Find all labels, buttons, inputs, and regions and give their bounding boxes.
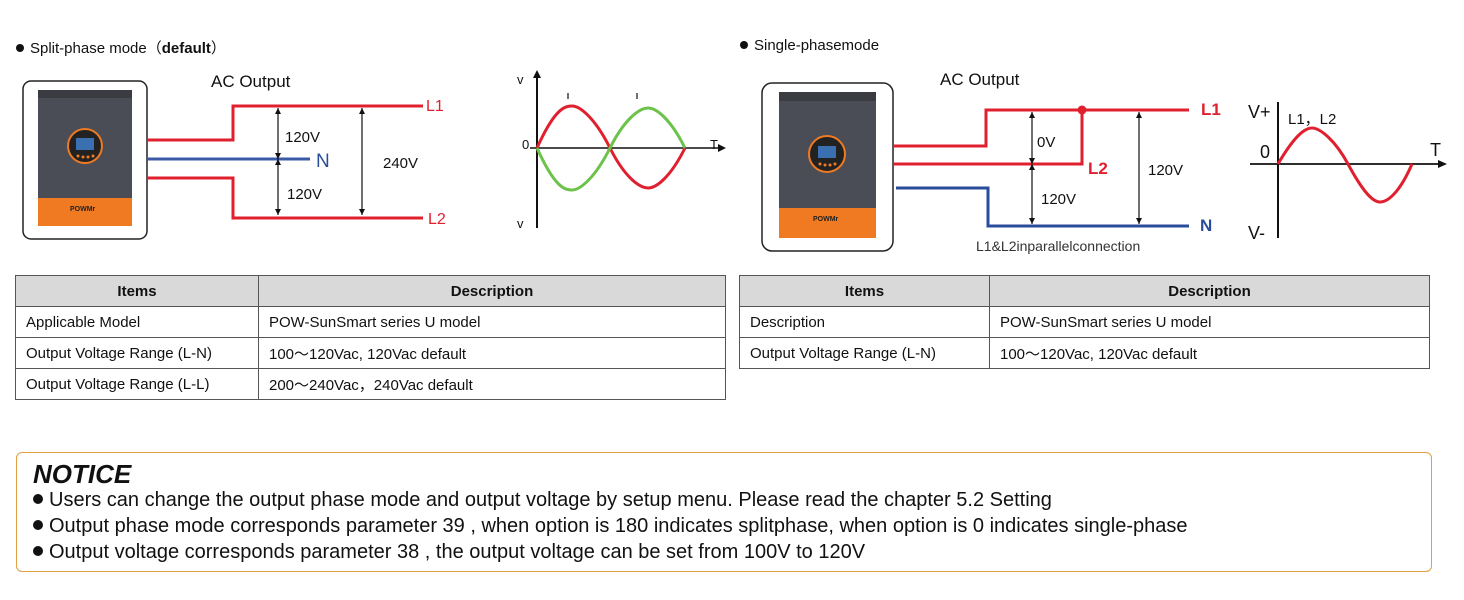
- table-cell: Output Voltage Range (L-L): [15, 368, 259, 400]
- single-phase-table: Items Description Description POW-SunSma…: [739, 275, 1430, 369]
- l1-label: L1: [1201, 100, 1221, 119]
- wave-v-minus: V-: [1248, 223, 1266, 243]
- notice-line: Users can change the output phase mode a…: [33, 489, 1052, 512]
- single-phase-wiring: [894, 105, 1189, 228]
- table-header-row: Items Description: [739, 275, 1430, 307]
- table-cell: Applicable Model: [15, 306, 259, 338]
- table-cell: 200～240Vac，240Vac default: [258, 368, 726, 400]
- notice-line: Output phase mode corresponds parameter …: [33, 515, 1187, 538]
- bullet-icon: [33, 520, 43, 530]
- notice-line: Output voltage corresponds parameter 38 …: [33, 541, 865, 564]
- inverter-image-right: POWMr: [761, 82, 894, 252]
- split-phase-table: Items Description Applicable Model POW-S…: [15, 275, 726, 400]
- notice-title: NOTICE: [33, 459, 132, 489]
- table-row: Applicable Model POW-SunSmart series U m…: [15, 306, 726, 338]
- voltage-l2-n: 120V: [1041, 191, 1077, 208]
- wave-v-top: v: [517, 72, 524, 87]
- notice-box: NOTICE Users can change the output phase…: [16, 452, 1432, 572]
- parallel-caption: L1&L2inparallelconnection: [976, 238, 1141, 254]
- table-cell: Output Voltage Range (L-N): [739, 337, 990, 369]
- table-row: Output Voltage Range (L-L) 200～240Vac，24…: [15, 368, 726, 400]
- voltage-total: 120V: [1148, 162, 1184, 179]
- split-phase-wiring: [148, 104, 423, 220]
- wave-t: T: [1430, 140, 1441, 160]
- wave-v-bottom: v: [517, 216, 524, 231]
- voltage-l1-l2: 0V: [1037, 134, 1056, 151]
- table-header: Items: [15, 275, 259, 307]
- wave-zero: 0: [522, 137, 530, 152]
- table-cell: POW-SunSmart series U model: [258, 306, 726, 338]
- bullet-icon: [33, 546, 43, 556]
- table-header-row: Items Description: [15, 275, 726, 307]
- l2-label: L2: [1088, 159, 1108, 178]
- wave-t: T: [710, 137, 718, 152]
- n-label: N: [316, 151, 330, 172]
- table-header: Items: [739, 275, 990, 307]
- ac-output-label: AC Output: [211, 72, 291, 91]
- table-header: Description: [989, 275, 1430, 307]
- l2-label: L2: [428, 211, 446, 228]
- single-phase-waveform: [1250, 102, 1447, 238]
- wave-zero: 0: [1260, 142, 1271, 162]
- table-header: Description: [258, 275, 726, 307]
- n-label: N: [1200, 216, 1213, 235]
- inverter-image-left: POWMr: [22, 80, 148, 240]
- table-cell: Description: [739, 306, 990, 338]
- table-cell: Output Voltage Range (L-N): [15, 337, 259, 369]
- wave-series-label: L1，L2: [1288, 111, 1337, 128]
- voltage-l1-n: 120V: [285, 129, 321, 146]
- split-phase-title: Split-phase mode（default）: [16, 37, 226, 58]
- brand-logo: POWMr: [70, 206, 96, 213]
- voltage-l1-l2: 240V: [383, 155, 419, 172]
- l1-label: L1: [426, 98, 444, 115]
- table-cell: 100～120Vac, 120Vac default: [989, 337, 1430, 369]
- voltage-l2-n: 120V: [287, 186, 323, 203]
- bullet-icon: [33, 494, 43, 504]
- table-row: Output Voltage Range (L-N) 100～120Vac, 1…: [739, 337, 1430, 369]
- bullet-icon: [740, 41, 748, 49]
- table-cell: 100～120Vac, 120Vac default: [258, 337, 726, 369]
- brand-logo: POWMr: [813, 216, 839, 223]
- single-phase-title: Single-phasemode: [740, 37, 879, 54]
- split-phase-waveform: [530, 70, 726, 228]
- table-cell: POW-SunSmart series U model: [989, 306, 1430, 338]
- bullet-icon: [16, 44, 24, 52]
- ac-output-label: AC Output: [940, 70, 1020, 89]
- table-row: Description POW-SunSmart series U model: [739, 306, 1430, 338]
- table-row: Output Voltage Range (L-N) 100～120Vac, 1…: [15, 337, 726, 369]
- wave-v-plus: V+: [1248, 102, 1271, 122]
